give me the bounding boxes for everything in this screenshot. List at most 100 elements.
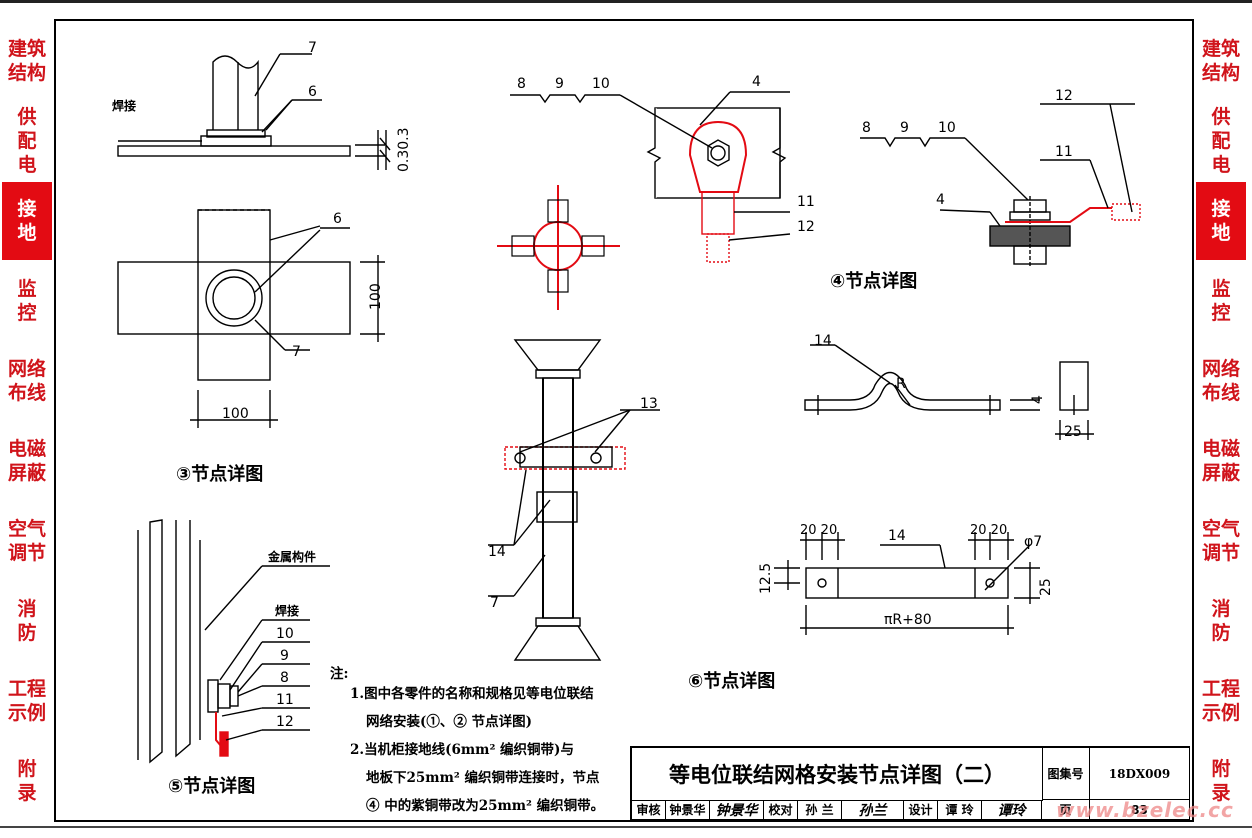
- d6-dim-length: πR+80: [884, 612, 932, 628]
- detail6-title: ⑥节点详图: [688, 670, 775, 692]
- d6-callout-7: 7: [490, 595, 499, 611]
- d5-callout-11: 11: [276, 692, 294, 708]
- drawing-title: 等电位联结网格安装节点详图（二）: [632, 748, 1043, 801]
- detail3-title: ③节点详图: [176, 463, 263, 485]
- d6-dim-25a: 25: [1064, 424, 1082, 440]
- checker-signature: 孙兰: [842, 800, 904, 820]
- detail4-title: ④节点详图: [830, 270, 917, 292]
- d4b-callout-11: 11: [1055, 144, 1073, 160]
- d4a-callout-4: 4: [752, 74, 761, 90]
- d5-callout-10: 10: [276, 626, 294, 642]
- left-chapter-tabs: 建筑 结构供 配 电接 地监 控网络 布线电磁 屏蔽空气 调节消 防工程 示例附…: [2, 22, 52, 822]
- detail4-plan: [510, 91, 791, 263]
- site-watermark: www.bzelec.cc: [1056, 798, 1234, 822]
- left-tab-0[interactable]: 建筑 结构: [2, 22, 52, 102]
- note-line-5: ④ 中的紫铜带改为25mm² 编织铜带。: [366, 798, 605, 814]
- detail5-beam: [137, 519, 330, 764]
- d6-dim-phi7: φ7: [1024, 534, 1042, 550]
- d6-dim-2020b: 20 20: [970, 523, 1007, 538]
- reviewer-signature: 钟景华: [710, 800, 764, 820]
- d6-dim-2020a: 20 20: [800, 523, 837, 538]
- right-tab-4[interactable]: 网络 布线: [1196, 342, 1246, 422]
- bottom-rule: [0, 826, 1252, 828]
- d4a-callout-10: 10: [592, 76, 610, 92]
- right-tab-9[interactable]: 附 录: [1196, 742, 1246, 822]
- right-tab-8[interactable]: 工程 示例: [1196, 662, 1246, 742]
- right-tab-7[interactable]: 消 防: [1196, 582, 1246, 662]
- page-label: 页: [1042, 800, 1090, 820]
- top-rule: [0, 0, 1252, 3]
- right-tab-2[interactable]: 接 地: [1196, 182, 1246, 262]
- d6-dim-4: 4: [1030, 395, 1046, 404]
- detail6-flat: [774, 532, 1040, 635]
- right-chapter-tabs: 建筑 结构供 配 电接 地监 控网络 布线电磁 屏蔽空气 调节消 防工程 示例附…: [1196, 22, 1246, 822]
- d6-callout-13: 13: [640, 396, 658, 412]
- notes-heading: 注:: [330, 666, 349, 682]
- d6-callout-14a: 14: [488, 544, 506, 560]
- detail3-plan: [117, 209, 385, 428]
- right-tab-1[interactable]: 供 配 电: [1196, 102, 1246, 182]
- d3-callout-7a: 7: [308, 40, 317, 56]
- d5-callout-8: 8: [280, 670, 289, 686]
- left-tab-1[interactable]: 供 配 电: [2, 102, 52, 182]
- d3-callout-6a: 6: [308, 84, 317, 100]
- check-label: 校对: [764, 800, 798, 820]
- left-tab-6[interactable]: 空气 调节: [2, 502, 52, 582]
- detail4-section: [860, 103, 1141, 268]
- d4a-callout-9: 9: [555, 76, 564, 92]
- checker-name: 孙 兰: [798, 800, 842, 820]
- left-tab-7[interactable]: 消 防: [2, 582, 52, 662]
- right-tab-5[interactable]: 电磁 屏蔽: [1196, 422, 1246, 502]
- d5-callout-12: 12: [276, 714, 294, 730]
- d4b-callout-12: 12: [1055, 88, 1073, 104]
- designer-signature: 谭玲: [982, 800, 1042, 820]
- design-label: 设计: [904, 800, 938, 820]
- d3-dim-100-horizontal: 100: [222, 406, 249, 422]
- d5-weld-label: 焊接: [275, 603, 299, 618]
- note-line-1: 1.图中各零件的名称和规格见等电位联结: [350, 686, 594, 702]
- d4b-callout-4: 4: [936, 192, 945, 208]
- note-line-3: 2.当机柜接地线(6mm² 编织铜带)与: [350, 742, 574, 758]
- d4a-callout-12: 12: [797, 219, 815, 235]
- d3-callout-7b: 7: [292, 344, 301, 360]
- d3-dim-100-vertical: 100: [368, 283, 384, 310]
- pipe-cross-clamps: [511, 199, 605, 293]
- d5-callout-9: 9: [280, 648, 289, 664]
- page-number: 83: [1090, 800, 1190, 820]
- left-tab-2[interactable]: 接 地: [2, 182, 52, 262]
- d4b-callout-9: 9: [900, 120, 909, 136]
- note-line-4: 地板下25mm² 编织铜带连接时，节点: [366, 770, 600, 786]
- title-block: 等电位联结网格安装节点详图（二） 图集号 18DX009 审核 钟景华 钟景华 …: [630, 746, 1190, 820]
- left-tab-4[interactable]: 网络 布线: [2, 342, 52, 422]
- d3-weld-label: 焊接: [112, 98, 136, 113]
- d6-callout-14c: 14: [888, 528, 906, 544]
- notes-block: 注: 1.图中各零件的名称和规格见等电位联结 网络安装(①、② 节点详图) 2.…: [330, 660, 620, 820]
- right-tab-0[interactable]: 建筑 结构: [1196, 22, 1246, 102]
- d4a-callout-11: 11: [797, 194, 815, 210]
- d4a-callout-8: 8: [517, 76, 526, 92]
- designer-name: 谭 玲: [938, 800, 982, 820]
- atlas-number: 18DX009: [1090, 748, 1190, 800]
- left-tab-9[interactable]: 附 录: [2, 742, 52, 822]
- d4b-callout-10: 10: [938, 120, 956, 136]
- detail3-elevation: [117, 53, 391, 170]
- pipe-cross-view: [497, 185, 620, 310]
- d4b-callout-8: 8: [862, 120, 871, 136]
- d6-radius-label: R: [896, 376, 906, 392]
- left-tab-8[interactable]: 工程 示例: [2, 662, 52, 742]
- d6-dim-12-5: 12.5: [758, 563, 774, 594]
- d3-plate-dim: 0.30.3: [396, 127, 412, 172]
- atlas-label: 图集号: [1042, 748, 1090, 800]
- d5-metal-label: 金属构件: [267, 549, 316, 564]
- left-tab-3[interactable]: 监 控: [2, 262, 52, 342]
- left-tab-5[interactable]: 电磁 屏蔽: [2, 422, 52, 502]
- reviewer-name: 钟景华: [666, 800, 710, 820]
- detail6-clamp: [804, 344, 1094, 440]
- right-tab-6[interactable]: 空气 调节: [1196, 502, 1246, 582]
- d6-callout-14b: 14: [814, 333, 832, 349]
- note-line-2: 网络安装(①、② 节点详图): [366, 714, 532, 730]
- d6-dim-25b: 25: [1038, 578, 1054, 596]
- pedestal-view: [488, 339, 660, 661]
- right-tab-3[interactable]: 监 控: [1196, 262, 1246, 342]
